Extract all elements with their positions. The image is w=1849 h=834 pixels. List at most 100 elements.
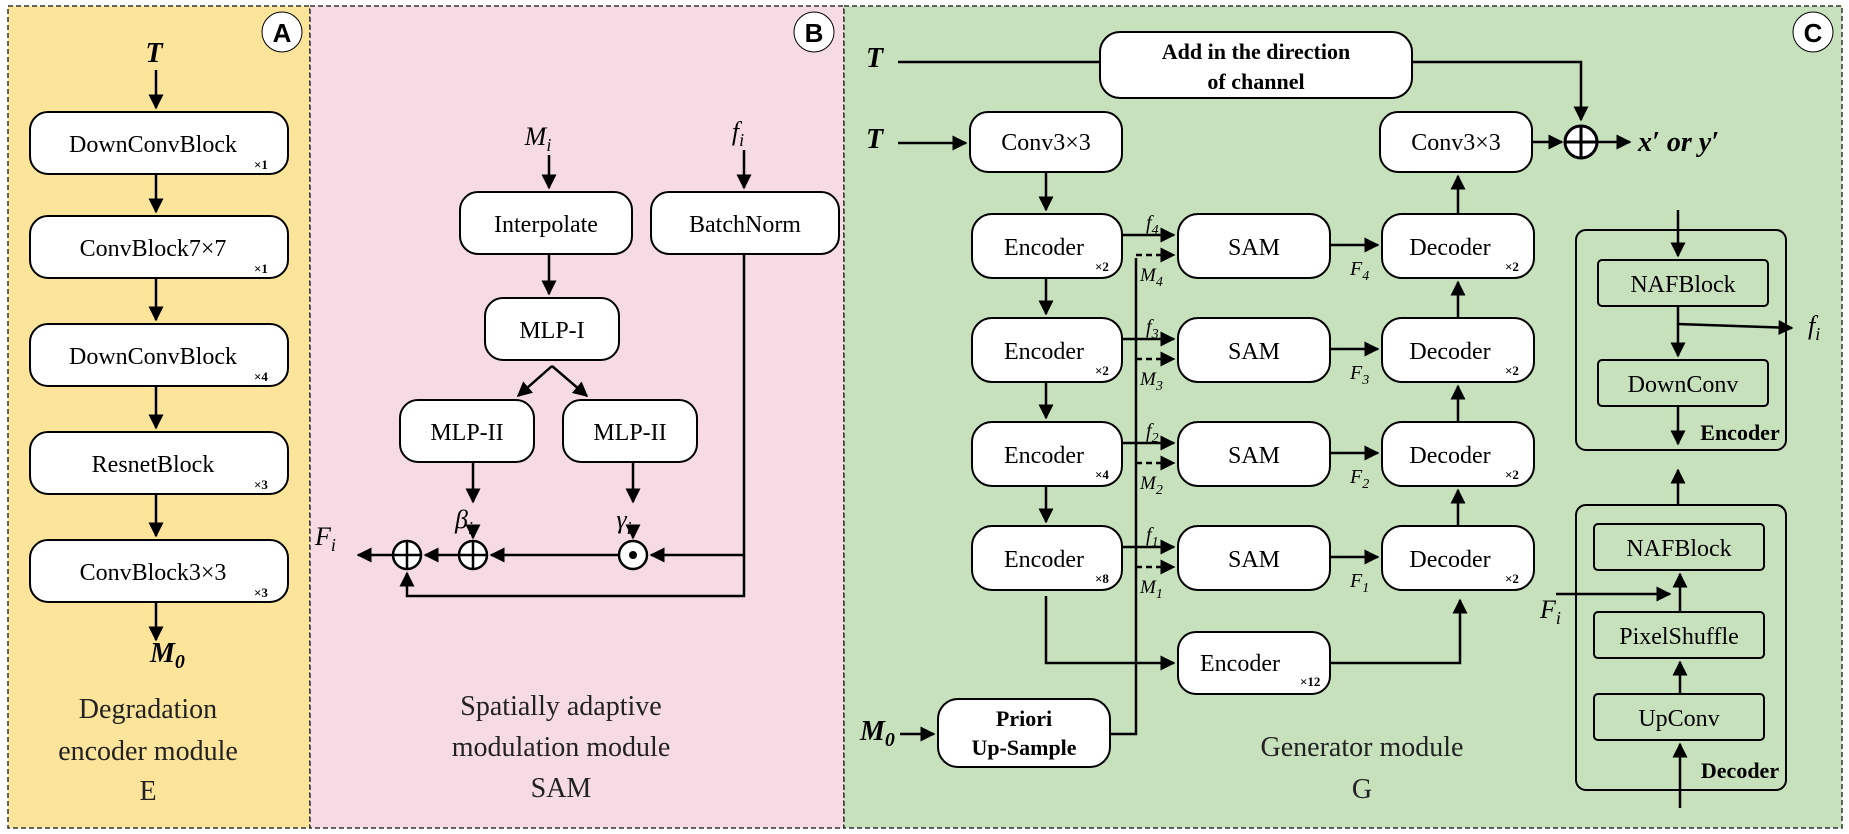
- svg-text:SAM: SAM: [531, 773, 592, 804]
- panel-a-block-mult: ×3: [254, 477, 268, 492]
- interpolate-block: Interpolate: [459, 191, 633, 255]
- generator-decoder-2: Decoder ×2: [1381, 317, 1535, 383]
- panel-a-input-t: T: [145, 38, 164, 69]
- mlp-i-block: MLP-I: [484, 297, 620, 361]
- generator-decoder-1: Decoder×2: [1381, 213, 1535, 279]
- svg-text:MLP-I: MLP-I: [519, 318, 584, 344]
- output-add-operator: [1563, 124, 1599, 160]
- generator-encoder-1: Encoder ×2: [971, 213, 1123, 279]
- panel-a-block-mult: ×1: [254, 157, 268, 172]
- svg-text:×2: ×2: [1505, 467, 1519, 482]
- encoder-detail-title: Encoder: [1700, 420, 1780, 445]
- svg-text:Encoder: Encoder: [1004, 235, 1084, 261]
- svg-text:Decoder: Decoder: [1409, 547, 1490, 573]
- svg-text:of channel: of channel: [1207, 69, 1304, 94]
- svg-text:Up-Sample: Up-Sample: [971, 735, 1076, 760]
- conv3x3-input-block: Conv3×3: [969, 111, 1123, 173]
- svg-text:modulation module: modulation module: [452, 732, 671, 763]
- svg-text:BatchNorm: BatchNorm: [689, 212, 801, 238]
- generator-sam-4: SAM: [1177, 525, 1331, 591]
- decoder-feature-label: F1: [1349, 570, 1369, 596]
- skip-modulation-label: M4: [1139, 265, 1163, 290]
- svg-text:Conv3×3: Conv3×3: [1001, 130, 1091, 156]
- panel-a-block-mult: ×4: [254, 369, 268, 384]
- mlp-ii-right-block: MLP-II: [562, 399, 698, 463]
- panel-a-block-stack: DownConvBlock×1ConvBlock7×7×1DownConvBlo…: [29, 111, 289, 642]
- generator-encoder-3: Encoder ×4: [971, 421, 1123, 487]
- sam-input-mi: Mi: [524, 122, 552, 155]
- panel-a-block-label: DownConvBlock: [69, 344, 237, 370]
- svg-text:Degradation: Degradation: [79, 694, 217, 725]
- panel-letter-c: C: [1792, 11, 1834, 53]
- decoder-detail-title: Decoder: [1701, 758, 1779, 783]
- svg-text:Encoder: Encoder: [1004, 339, 1084, 365]
- add-operator-beta: [457, 539, 489, 571]
- add-operator-residual: [391, 539, 423, 571]
- skip-modulation-label: M1: [1139, 577, 1163, 602]
- svg-text:Add in the direction: Add in the direction: [1162, 39, 1350, 64]
- generator-encoder-4: Encoder×8: [971, 525, 1123, 591]
- skip-feature-label: f4: [1146, 212, 1159, 238]
- svg-text:E: E: [139, 776, 156, 807]
- svg-text:Decoder: Decoder: [1409, 235, 1490, 261]
- sam-output-fi: Fi: [314, 522, 336, 555]
- svg-text:Interpolate: Interpolate: [494, 212, 598, 238]
- priori-upsample-block: Priori Up-Sample: [937, 698, 1111, 768]
- panel-a-block-mult: ×1: [254, 261, 268, 276]
- svg-text:SAM: SAM: [1228, 235, 1280, 261]
- skip-modulation-label: M2: [1139, 473, 1163, 498]
- panel-a-block-label: ConvBlock3×3: [80, 560, 227, 586]
- svg-text:×2: ×2: [1095, 259, 1109, 274]
- svg-text:×2: ×2: [1505, 363, 1519, 378]
- panel-letter-a: A: [261, 11, 303, 53]
- panel-a-block-label: ConvBlock7×7: [80, 236, 227, 262]
- svg-text:Conv3×3: Conv3×3: [1411, 130, 1501, 156]
- panel-b-caption: Spatially adaptive modulation module SAM: [452, 691, 671, 804]
- svg-text:SAM: SAM: [1228, 443, 1280, 469]
- generator-sam-1: SAM: [1177, 213, 1331, 279]
- svg-text:Encoder: Encoder: [1004, 443, 1084, 469]
- svg-text:×8: ×8: [1095, 571, 1109, 586]
- decoder-detail-panel: NAFBlock PixelShuffle UpConv Decoder: [1556, 504, 1787, 808]
- panel-a-block-4: ResnetBlock ×3: [29, 431, 289, 495]
- panel-letter-b: B: [793, 11, 835, 53]
- encoder-detail-panel: NAFBlock DownConv Encoder fi: [1575, 210, 1820, 451]
- batchnorm-block: BatchNorm: [650, 191, 840, 255]
- panel-c-background: [843, 5, 1843, 829]
- svg-text:Generator module: Generator module: [1261, 732, 1464, 763]
- svg-text:×2: ×2: [1505, 571, 1519, 586]
- svg-text:A: A: [273, 18, 292, 48]
- generator-sam-3: SAM: [1177, 421, 1331, 487]
- svg-text:B: B: [805, 18, 824, 48]
- generator-encoder-2: Encoder ×2: [971, 317, 1123, 383]
- panel-a-block-mult: ×3: [254, 585, 268, 600]
- svg-text:×2: ×2: [1095, 363, 1109, 378]
- panel-a-block-label: DownConvBlock: [69, 132, 237, 158]
- svg-text:Decoder: Decoder: [1409, 443, 1490, 469]
- decoder-detail-upconv: UpConv: [1638, 706, 1719, 732]
- multiply-operator: [617, 539, 649, 571]
- panel-a-output-m0: M0: [149, 638, 185, 673]
- decoder-feature-label: F3: [1349, 362, 1369, 388]
- decoder-detail-pixelshuffle: PixelShuffle: [1619, 624, 1739, 650]
- generator-input-m0: M0: [859, 716, 895, 751]
- panel-a-block-3: DownConvBlock ×4: [29, 323, 289, 387]
- generator-input-t-mid: T: [866, 124, 885, 155]
- sam-input-fi: fi: [732, 117, 744, 150]
- svg-text:×12: ×12: [1300, 674, 1320, 689]
- skip-feature-label: f2: [1146, 420, 1159, 446]
- svg-text:MLP-II: MLP-II: [430, 420, 503, 446]
- panel-a-block-2: ConvBlock7×7 ×1: [29, 215, 289, 279]
- svg-text:Decoder: Decoder: [1409, 339, 1490, 365]
- panel-a-block-label: ResnetBlock: [92, 452, 215, 478]
- decoder-detail-nafblock: NAFBlock: [1626, 536, 1731, 562]
- generator-input-t-top: T: [866, 43, 885, 74]
- add-channel-block: Add in the direction of channel: [1099, 31, 1413, 99]
- svg-text:×4: ×4: [1095, 467, 1109, 482]
- svg-text:SAM: SAM: [1228, 339, 1280, 365]
- svg-text:encoder module: encoder module: [58, 736, 238, 767]
- bottom-encoder-block: Encoder ×12: [1177, 631, 1331, 695]
- encoder-detail-downconv: DownConv: [1628, 372, 1739, 398]
